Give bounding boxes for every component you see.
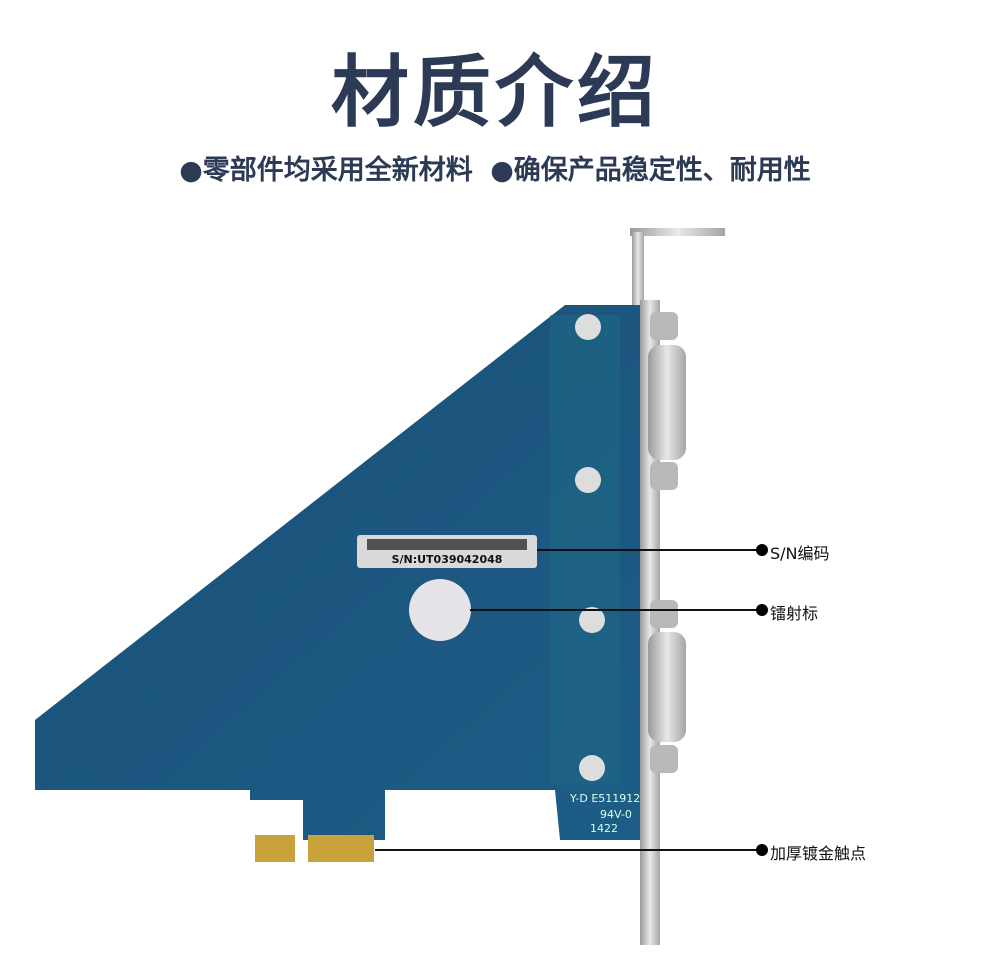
callout-gold-contacts: 加厚镀金触点 <box>770 844 867 863</box>
callout-laser-label: 镭射标 <box>770 604 819 623</box>
feature-new-materials: ●零部件均采用全新材料 <box>179 155 473 186</box>
callout-dot <box>756 544 768 556</box>
pcb-marking-1: Y-D E511912 <box>569 792 640 805</box>
db9-connector-bottom <box>648 600 686 773</box>
pcb-marking-2: 94V-0 <box>600 808 632 821</box>
screw <box>579 755 605 781</box>
callout-dot <box>756 844 768 856</box>
screw <box>579 607 605 633</box>
metal-bracket <box>630 228 725 945</box>
sn-number: S/N:UT039042048 <box>392 553 503 566</box>
callout-lines <box>375 549 762 851</box>
pcb-board <box>35 305 640 840</box>
pcb-marking-3: 1422 <box>590 822 618 835</box>
feature-durability: ●确保产品稳定性、耐用性 <box>490 155 811 186</box>
subtitle: ●零部件均采用全新材料 ●确保产品稳定性、耐用性 <box>0 148 990 187</box>
screw <box>575 467 601 493</box>
gold-fingers <box>255 835 374 862</box>
barcode <box>367 539 527 550</box>
callout-sn-code: S/N编码 <box>770 544 830 563</box>
laser-hologram-sticker <box>409 579 471 641</box>
screw <box>575 314 601 340</box>
page-title: 材质介绍 <box>330 48 659 138</box>
callout-dot <box>756 604 768 616</box>
db9-connector-top <box>648 312 686 490</box>
